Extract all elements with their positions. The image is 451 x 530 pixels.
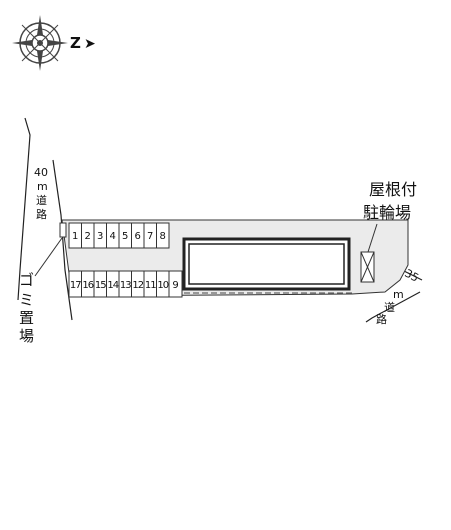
garbage-label-char1: ゴ bbox=[19, 271, 34, 289]
garbage-label-char4: 場 bbox=[19, 327, 34, 345]
parking-slot-11: 11 bbox=[145, 280, 156, 291]
building-outline bbox=[182, 237, 351, 291]
parking-slot-3: 3 bbox=[97, 231, 103, 242]
road-left-label-char1: 道 bbox=[36, 193, 47, 207]
road-left-label-char2: 路 bbox=[36, 208, 47, 221]
bicycle-parking-label-line2: 駐輪場 bbox=[363, 203, 411, 222]
parking-slot-2: 2 bbox=[85, 231, 91, 242]
garbage-area-marker bbox=[59, 222, 67, 238]
road-right-width-unit: m bbox=[393, 288, 404, 301]
garbage-area-leader bbox=[34, 237, 63, 277]
parking-top-row-dividers bbox=[81, 223, 157, 248]
parking-bottom-row-dividers bbox=[81, 271, 170, 297]
parking-slot-8: 8 bbox=[160, 231, 166, 242]
parking-slot-17: 17 bbox=[70, 280, 81, 291]
parking-slot-13: 13 bbox=[120, 280, 131, 291]
road-left-outer-edge bbox=[17, 117, 31, 301]
compass-direction-label: Z bbox=[70, 34, 81, 52]
garbage-label-char3: 置 bbox=[19, 309, 34, 327]
parking-slot-12: 12 bbox=[132, 280, 143, 291]
building-inner-line bbox=[188, 243, 345, 285]
parking-slot-15: 15 bbox=[95, 280, 106, 291]
parking-slot-9: 9 bbox=[172, 280, 178, 291]
parking-slot-5: 5 bbox=[122, 231, 128, 242]
road-right-edge-upper bbox=[401, 269, 423, 281]
road-right-label-char2: 路 bbox=[376, 313, 387, 326]
parking-slot-7: 7 bbox=[147, 231, 153, 242]
parking-bottom-row-frame bbox=[68, 270, 183, 298]
garbage-label-char2: ミ bbox=[19, 291, 34, 309]
road-right-width-number: 35 bbox=[402, 267, 420, 285]
parking-slot-14: 14 bbox=[107, 280, 118, 291]
parking-slot-4: 4 bbox=[110, 231, 116, 242]
parking-slot-10: 10 bbox=[157, 280, 168, 291]
bicycle-parking-leader bbox=[367, 223, 378, 253]
parking-slot-1: 1 bbox=[72, 231, 78, 242]
parking-slot-6: 6 bbox=[135, 231, 141, 242]
bicycle-parking-label-line1: 屋根付 bbox=[369, 180, 417, 199]
road-right-label-char1: 道 bbox=[384, 300, 395, 314]
road-left-width-unit: m bbox=[37, 180, 48, 193]
compass-arrow-icon: ➤ bbox=[84, 36, 96, 52]
parking-slot-16: 16 bbox=[82, 280, 93, 291]
road-left-width-number: 40 bbox=[34, 166, 48, 179]
compass-rose-icon bbox=[12, 15, 68, 71]
road-right-edge-lower bbox=[365, 291, 421, 323]
